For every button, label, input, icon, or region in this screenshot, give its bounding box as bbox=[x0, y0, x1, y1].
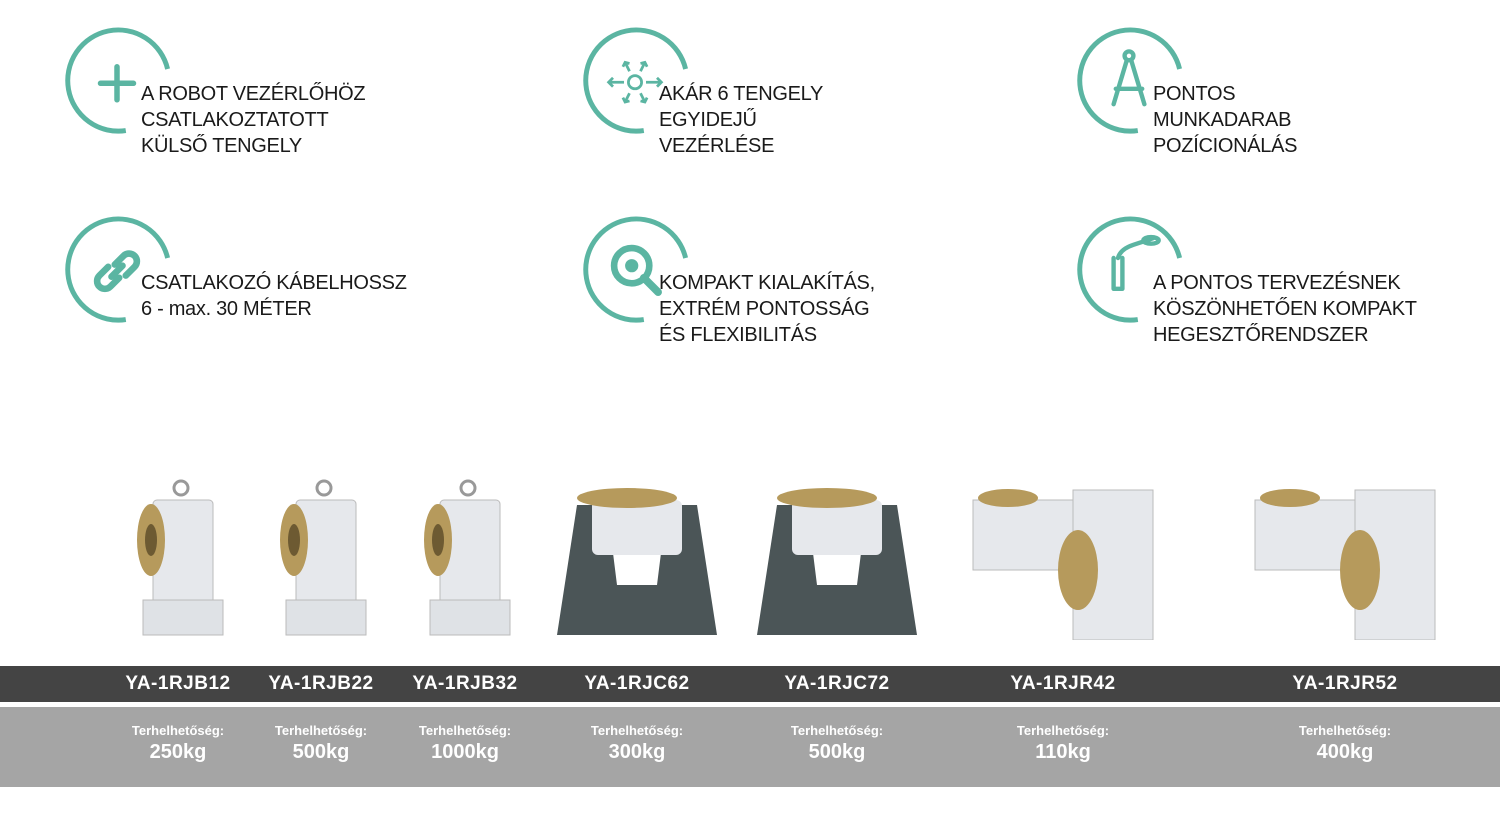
feature-text: PONTOS MUNKADARAB POZÍCIONÁLÁS bbox=[1153, 81, 1298, 159]
feature-text: A PONTOS TERVEZÉSNEK KÖSZÖNHETŐEN KOMPAKT… bbox=[1153, 270, 1417, 348]
product-load: Terhelhetőség: 500kg bbox=[757, 723, 917, 764]
product-model: YA-1RJB32 bbox=[412, 673, 518, 694]
load-bar bbox=[0, 707, 1500, 787]
load-label: Terhelhetőség: bbox=[131, 723, 225, 738]
feature-line: EXTRÉM PONTOSSÁG bbox=[659, 298, 870, 320]
product-load: Terhelhetőség: 400kg bbox=[1265, 723, 1425, 764]
load-label: Terhelhetőség: bbox=[1016, 723, 1110, 738]
product-image bbox=[963, 470, 1163, 645]
feature-line: KÖSZÖNHETŐEN KOMPAKT bbox=[1153, 298, 1417, 320]
feature-line: POZÍCIONÁLÁS bbox=[1153, 135, 1298, 157]
feature-item: A PONTOS TERVEZÉSNEK KÖSZÖNHETŐEN KOMPAKT… bbox=[1074, 214, 1494, 346]
compass-icon bbox=[1077, 27, 1183, 134]
load-label: Terhelhetőség: bbox=[418, 723, 512, 738]
product-model: YA-1RJR52 bbox=[1292, 673, 1398, 694]
product-image bbox=[552, 470, 722, 645]
feature-text: KOMPAKT KIALAKÍTÁS, EXTRÉM PONTOSSÁG ÉS FL… bbox=[659, 270, 875, 348]
product-image bbox=[123, 470, 233, 645]
feature-text: CSATLAKOZÓ KÁBELHOSSZ 6 - max. 30 MÉTER bbox=[141, 270, 407, 322]
load-value: 300kg bbox=[608, 741, 666, 763]
product-load: Terhelhetőség: 250kg bbox=[98, 723, 258, 764]
product-load: Terhelhetőség: 500kg bbox=[241, 723, 401, 764]
feature-item: CSATLAKOZÓ KÁBELHOSSZ 6 - max. 30 MÉTER bbox=[62, 214, 482, 324]
model-bar bbox=[0, 666, 1500, 702]
feature-line: EGYIDEJŰ bbox=[659, 109, 757, 131]
feature-text: A ROBOT VEZÉRLŐHÖZ CSATLAKOZTATOTT KÜLSŐ T… bbox=[141, 81, 366, 159]
load-value: 500kg bbox=[808, 741, 866, 763]
product-model: YA-1RJC62 bbox=[584, 673, 690, 694]
load-value: 1000kg bbox=[431, 741, 499, 763]
feature-line: HEGESZTŐRENDSZER bbox=[1153, 324, 1369, 346]
arrows-out-icon bbox=[583, 27, 689, 134]
search-gear-icon bbox=[583, 216, 689, 323]
product-image bbox=[410, 470, 520, 645]
product-image bbox=[1245, 470, 1445, 645]
load-label: Terhelhetőség: bbox=[1298, 723, 1392, 738]
load-label: Terhelhetőség: bbox=[274, 723, 368, 738]
feature-item: PONTOS MUNKADARAB POZÍCIONÁLÁS bbox=[1074, 25, 1494, 157]
load-value: 400kg bbox=[1316, 741, 1374, 763]
feature-line: MUNKADARAB bbox=[1153, 109, 1292, 131]
product-model: YA-1RJB12 bbox=[125, 673, 231, 694]
product-image bbox=[752, 470, 922, 645]
feature-line: ÉS FLEXIBILITÁS bbox=[659, 324, 817, 346]
feature-line: A PONTOS TERVEZÉSNEK bbox=[1153, 272, 1401, 294]
product-load: Terhelhetőség: 300kg bbox=[557, 723, 717, 764]
load-label: Terhelhetőség: bbox=[790, 723, 884, 738]
feature-line: KÜLSŐ TENGELY bbox=[141, 135, 302, 157]
feature-line: 6 - max. 30 MÉTER bbox=[141, 298, 312, 320]
feature-line: A ROBOT VEZÉRLŐHÖZ bbox=[141, 83, 366, 105]
product-image bbox=[266, 470, 376, 645]
product-model: YA-1RJR42 bbox=[1010, 673, 1116, 694]
feature-line: AKÁR 6 TENGELY bbox=[659, 83, 824, 105]
feature-text: AKÁR 6 TENGELY EGYIDEJŰ VEZÉRLÉSE bbox=[659, 81, 823, 159]
product-model: YA-1RJC72 bbox=[784, 673, 890, 694]
feature-item: KOMPAKT KIALAKÍTÁS, EXTRÉM PONTOSSÁG ÉS FL… bbox=[580, 214, 1000, 346]
feature-line: VEZÉRLÉSE bbox=[659, 135, 775, 157]
plus-icon bbox=[65, 27, 171, 134]
product-load: Terhelhetőség: 1000kg bbox=[385, 723, 545, 764]
load-value: 500kg bbox=[292, 741, 350, 763]
feature-line: CSATLAKOZÓ KÁBELHOSSZ bbox=[141, 272, 407, 294]
load-value: 110kg bbox=[1035, 741, 1091, 763]
feature-line: PONTOS bbox=[1153, 83, 1236, 105]
feature-item: A ROBOT VEZÉRLŐHÖZ CSATLAKOZTATOTT KÜLSŐ T… bbox=[62, 25, 482, 157]
load-label: Terhelhetőség: bbox=[590, 723, 684, 738]
feature-item: AKÁR 6 TENGELY EGYIDEJŰ VEZÉRLÉSE bbox=[580, 25, 1000, 157]
feature-line: CSATLAKOZTATOTT bbox=[141, 109, 329, 131]
product-load: Terhelhetőség: 110kg bbox=[983, 723, 1143, 764]
welding-torch-icon bbox=[1077, 216, 1183, 323]
product-model: YA-1RJB22 bbox=[268, 673, 374, 694]
load-value: 250kg bbox=[149, 741, 207, 763]
link-icon bbox=[65, 216, 171, 323]
feature-line: KOMPAKT KIALAKÍTÁS, bbox=[659, 272, 875, 294]
